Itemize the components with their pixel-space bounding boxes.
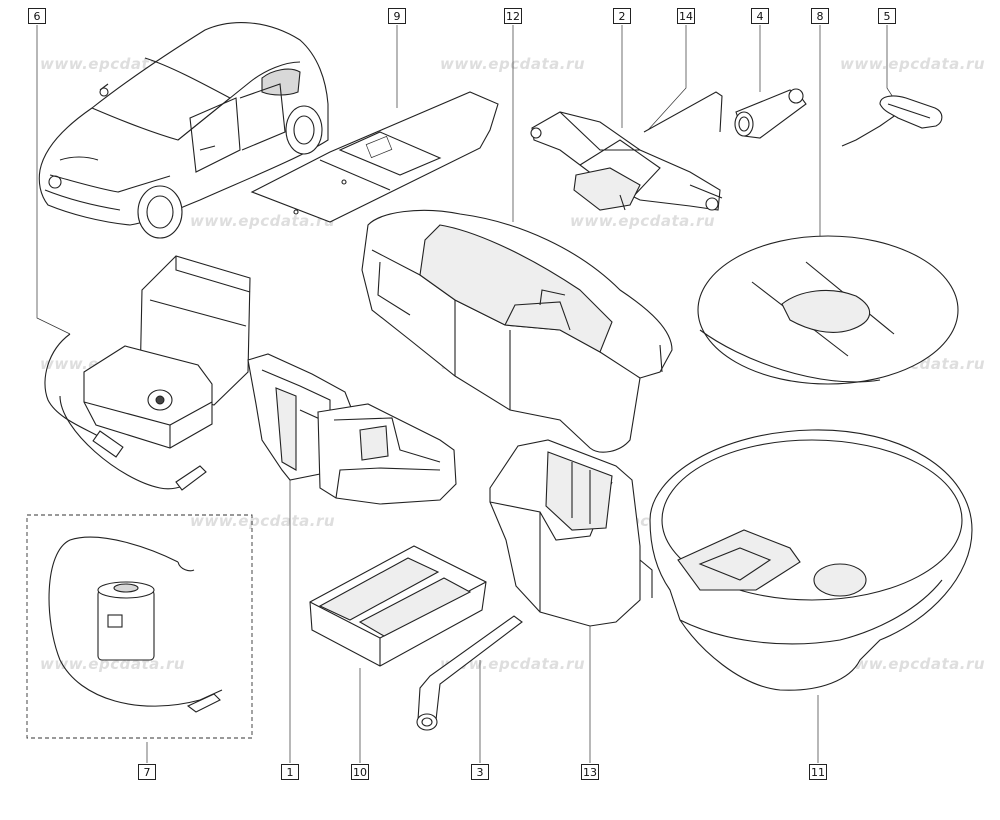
callout-11: 11 <box>809 764 827 780</box>
repair-kit-illustration <box>26 514 253 739</box>
floor-mat-illustration <box>250 91 499 223</box>
storage-tray-illustration <box>361 209 673 453</box>
tool-tray-illustration <box>309 545 487 667</box>
towing-hook-illustration <box>841 95 943 147</box>
callout-9: 9 <box>388 8 406 24</box>
callout-5: 5 <box>878 8 896 24</box>
callout-1: 1 <box>281 764 299 780</box>
callout-7: 7 <box>138 764 156 780</box>
wheel-cover-illustration <box>697 235 959 385</box>
storage-box-illustration <box>489 439 653 627</box>
callout-14: 14 <box>677 8 695 24</box>
car-illustration <box>38 22 329 239</box>
wheel-wrench-illustration <box>416 615 523 731</box>
compressor-kit-illustration <box>44 255 251 491</box>
callout-2: 2 <box>613 8 631 24</box>
spare-wheel-tub-illustration <box>649 429 973 691</box>
callout-12: 12 <box>504 8 522 24</box>
foam-insert-left-illustration <box>247 353 457 505</box>
car-jack-illustration <box>530 91 723 211</box>
callout-4: 4 <box>751 8 769 24</box>
callout-6: 6 <box>28 8 46 24</box>
callout-13: 13 <box>581 764 599 780</box>
callout-8: 8 <box>811 8 829 24</box>
callout-10: 10 <box>351 764 369 780</box>
callout-3: 3 <box>471 764 489 780</box>
wheel-socket-illustration <box>734 88 807 139</box>
